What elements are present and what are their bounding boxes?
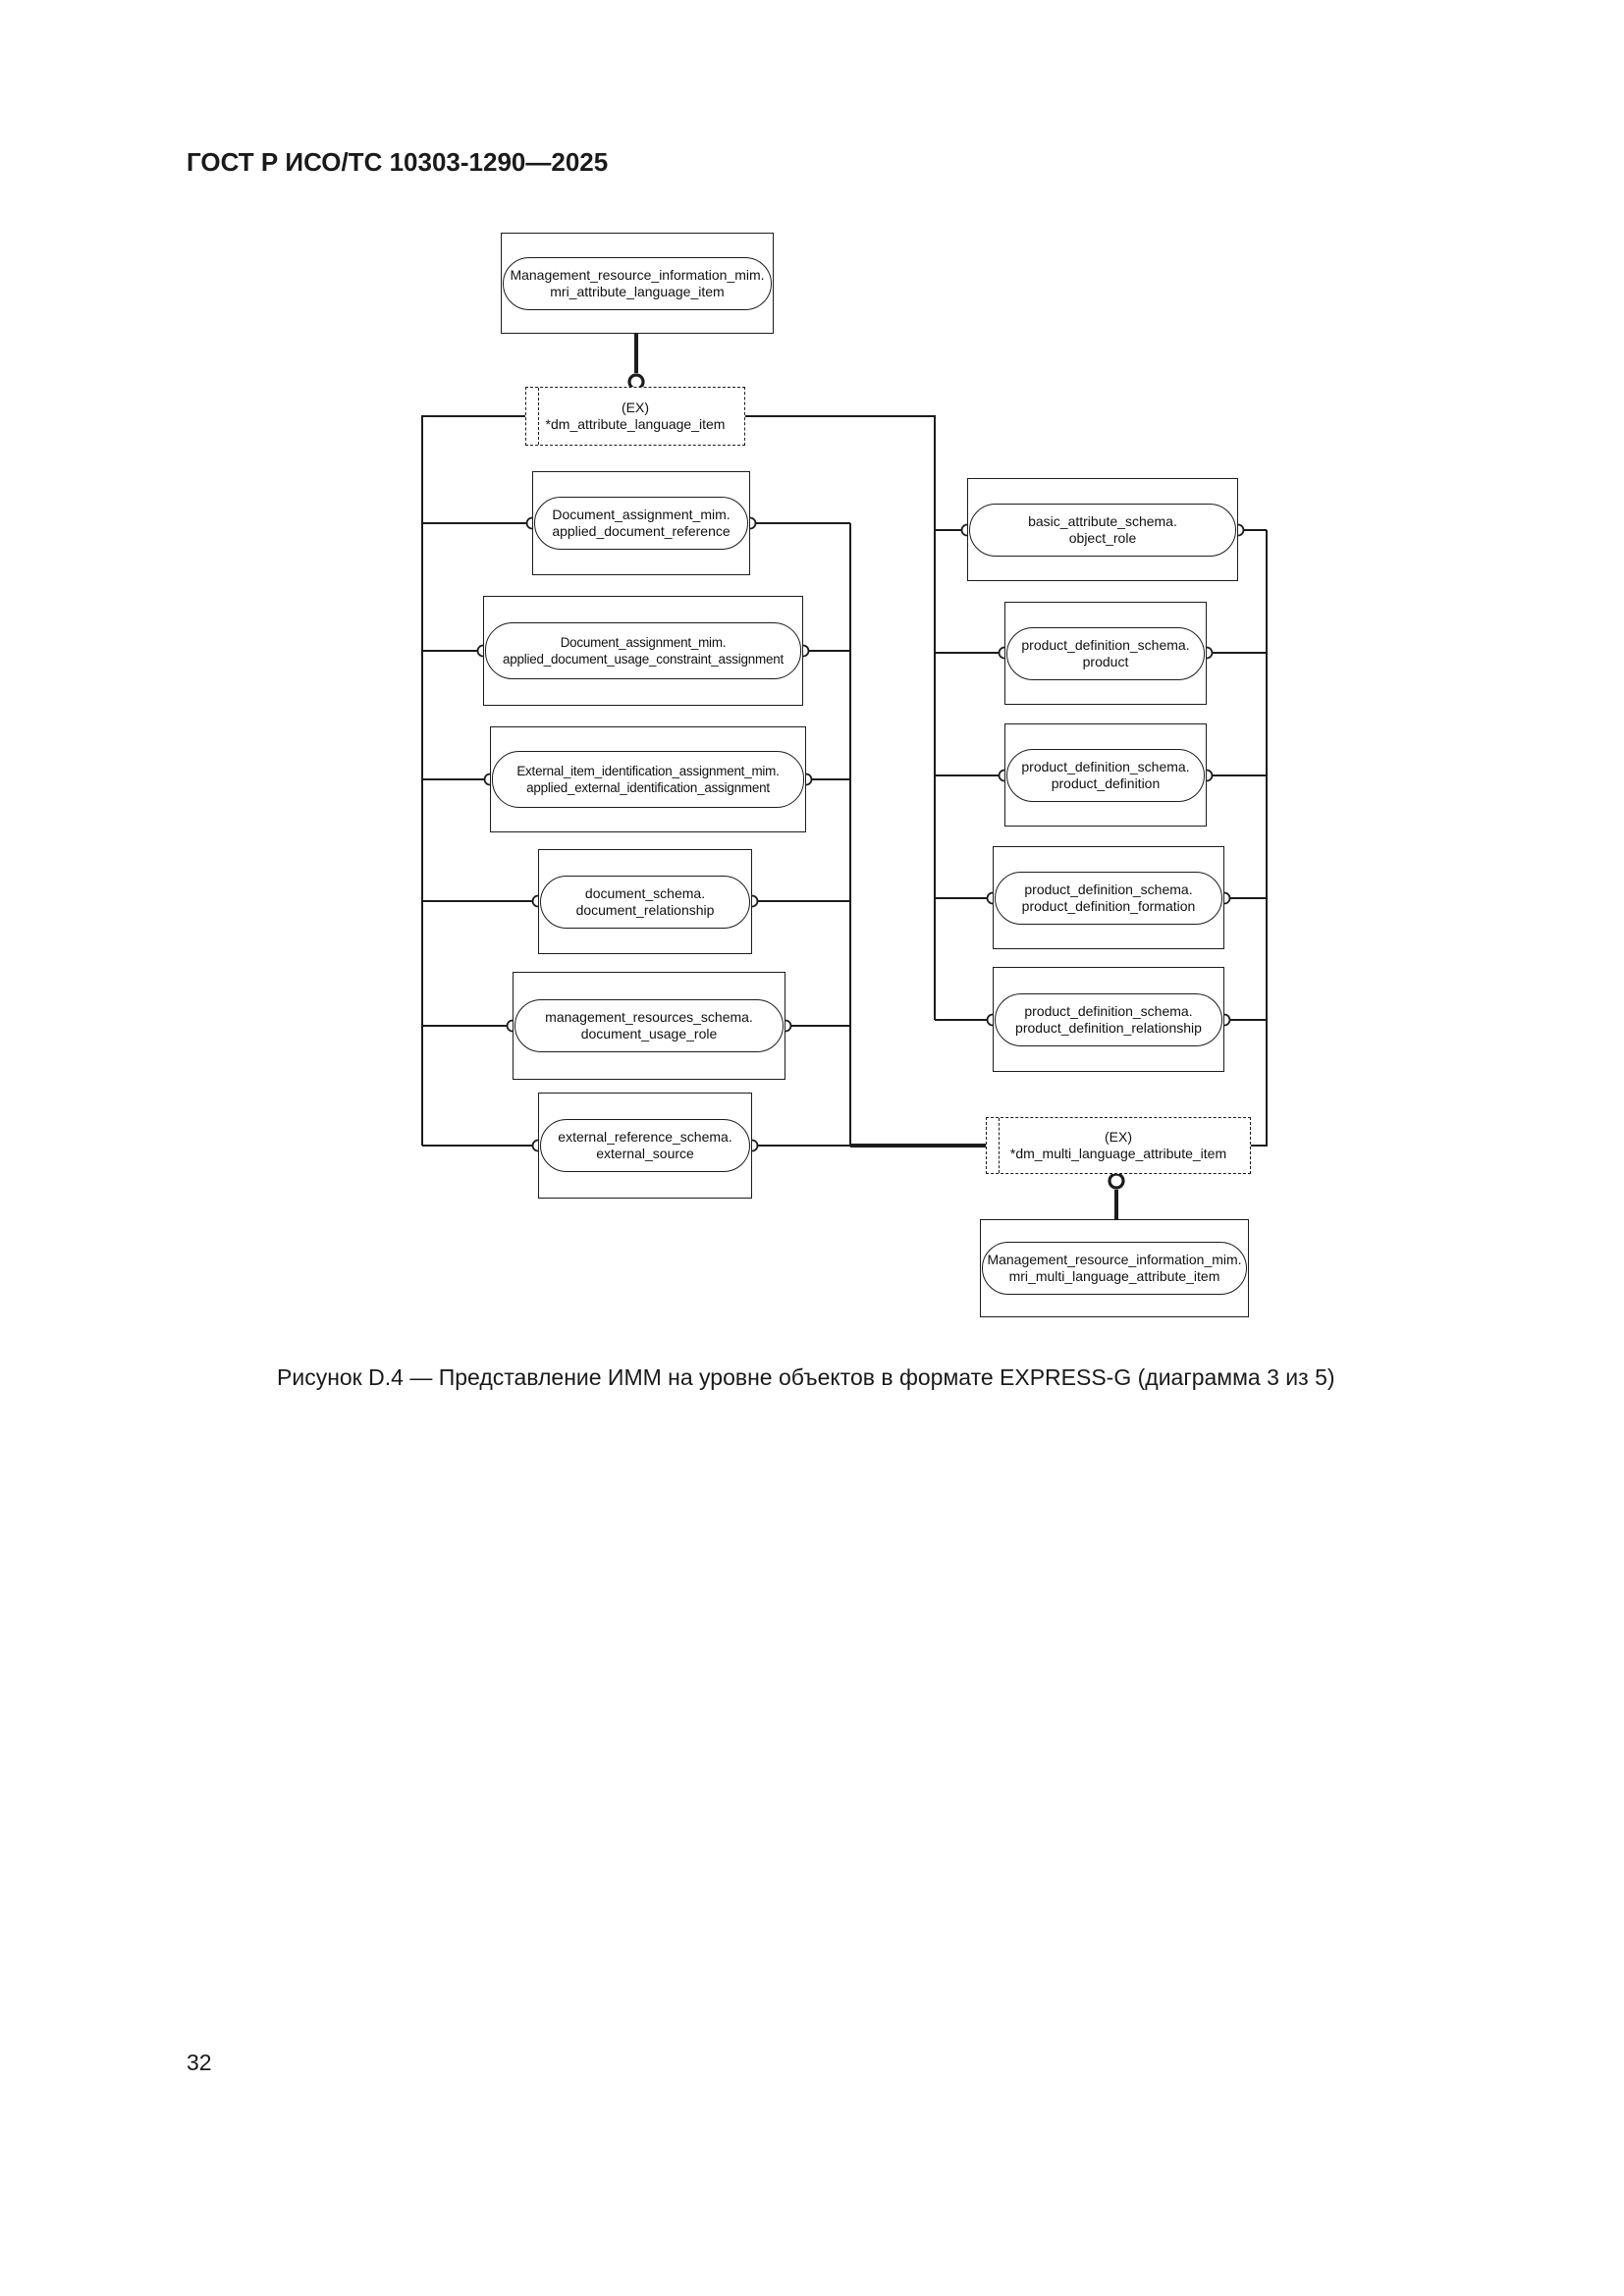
ex-tag-label: (EX) <box>1105 1129 1132 1145</box>
entity-mri-attribute-language-item: Management_resource_information_mim. mri… <box>501 233 774 334</box>
entity-applied-external-identification-assignment: External_item_identification_assignment_… <box>490 726 806 832</box>
entity-product-definition-relationship: product_definition_schema. product_defin… <box>993 967 1224 1072</box>
interschema-dashed-line <box>999 1118 1000 1173</box>
entity-stadium: Document_assignment_mim. applied_documen… <box>485 622 801 679</box>
right-bus-line <box>745 415 936 1020</box>
far-right-bus-line <box>1251 530 1268 1147</box>
entity-document-relationship: document_schema. document_relationship <box>538 849 752 954</box>
entity-name-label: applied_document_usage_constraint_assign… <box>503 652 784 667</box>
entity-schema-label: Management_resource_information_mim. <box>987 1252 1242 1267</box>
ex-ref-dm-multi-language-attribute-item: (EX) *dm_multi_language_attribute_item <box>986 1117 1251 1174</box>
entity-schema-label: External_item_identification_assignment_… <box>516 764 780 778</box>
entity-name-label: product_definition_formation <box>1021 897 1196 914</box>
entity-name-label: applied_external_identification_assignme… <box>526 780 770 795</box>
entity-external-source: external_reference_schema. external_sour… <box>538 1093 752 1199</box>
page-number: 32 <box>187 2050 212 2075</box>
entity-stadium: Document_assignment_mim. applied_documen… <box>534 497 748 550</box>
entity-schema-label: Management_resource_information_mim. <box>510 266 765 283</box>
entity-schema-label: product_definition_schema. <box>1021 636 1190 653</box>
entity-stadium: product_definition_schema. product_defin… <box>995 992 1222 1046</box>
entity-schema-label: management_resources_schema. <box>545 1009 753 1025</box>
interschema-dashed-line <box>538 388 539 445</box>
entity-schema-label: Document_assignment_mim. <box>560 635 727 650</box>
aggregation-circle-connector <box>1108 1172 1125 1190</box>
entity-name-label: mri_attribute_language_item <box>550 283 725 299</box>
entity-schema-label: Document_assignment_mim. <box>552 507 731 522</box>
entity-schema-label: basic_attribute_schema. <box>1028 512 1177 529</box>
entity-name-label: document_usage_role <box>580 1026 718 1041</box>
entity-product-definition-formation: product_definition_schema. product_defin… <box>993 846 1224 949</box>
entity-name-label: product <box>1082 653 1129 669</box>
ex-tag-label: (EX) <box>622 400 649 415</box>
entity-name-label: document_relationship <box>575 901 715 918</box>
entity-stadium: external_reference_schema. external_sour… <box>540 1119 750 1172</box>
figure-caption: Рисунок D.4 — Представление ИММ на уровн… <box>277 1364 1335 1390</box>
entity-stadium: Management_resource_information_mim. mri… <box>982 1242 1247 1295</box>
entity-schema-label: product_definition_schema. <box>1024 1002 1193 1019</box>
connector-lines <box>421 334 1268 1219</box>
entity-name-label: product_definition_relationship <box>1015 1019 1202 1036</box>
entity-stadium: External_item_identification_assignment_… <box>492 751 804 808</box>
ex-ref-dm-attribute-language-item: (EX) *dm_attribute_language_item <box>525 387 745 446</box>
entity-stadium: Management_resource_information_mim. mri… <box>503 256 772 310</box>
entity-name-label: mri_multi_language_attribute_item <box>1008 1268 1220 1284</box>
ex-name-label: *dm_multi_language_attribute_item <box>1009 1146 1227 1161</box>
entity-name-label: applied_document_reference <box>552 523 731 539</box>
entity-product: product_definition_schema. product <box>1004 602 1207 705</box>
entity-stadium: document_schema. document_relationship <box>540 875 750 929</box>
entity-schema-label: document_schema. <box>584 884 706 901</box>
entity-name-label: object_role <box>1068 529 1137 546</box>
entity-document-usage-role: management_resources_schema. document_us… <box>513 972 785 1080</box>
entity-applied-document-reference: Document_assignment_mim. applied_documen… <box>532 471 750 575</box>
entity-applied-document-usage-constraint-assignment: Document_assignment_mim. applied_documen… <box>483 596 803 706</box>
entity-stadium: product_definition_schema. product_defin… <box>995 871 1222 925</box>
entity-schema-label: product_definition_schema. <box>1024 881 1193 897</box>
entity-product-definition: product_definition_schema. product_defin… <box>1004 723 1207 827</box>
entity-stadium: management_resources_schema. document_us… <box>514 999 784 1052</box>
entity-stadium: basic_attribute_schema. object_role <box>969 503 1236 557</box>
entity-schema-label: product_definition_schema. <box>1021 758 1190 774</box>
ex-name-label: *dm_attribute_language_item <box>545 416 726 432</box>
entity-stadium: product_definition_schema. product_defin… <box>1006 748 1205 802</box>
entity-object-role: basic_attribute_schema. object_role <box>967 478 1238 581</box>
entity-name-label: product_definition <box>1051 774 1161 791</box>
entity-mri-multi-language-attribute-item: Management_resource_information_mim. mri… <box>980 1219 1249 1317</box>
entity-stadium: product_definition_schema. product <box>1006 626 1205 680</box>
entity-name-label: external_source <box>596 1146 694 1161</box>
entity-schema-label: external_reference_schema. <box>558 1129 732 1145</box>
document-header: ГОСТ Р ИСО/ТС 10303-1290—2025 <box>187 147 609 177</box>
